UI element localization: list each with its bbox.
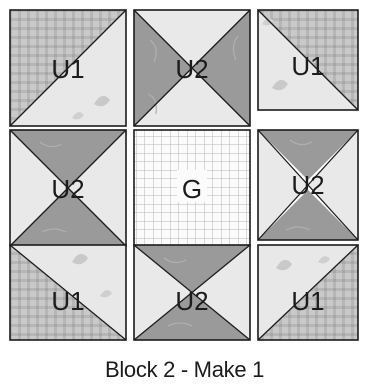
patch-r2-c3: U2 — [258, 130, 358, 240]
patch-r3-c1: U1 — [10, 245, 126, 340]
patch-label-r3-c3: U1 — [291, 286, 324, 316]
patch-label-r2-c1: U2 — [51, 174, 84, 204]
patch-label-r2-c3: U2 — [291, 170, 324, 200]
patch-r1-c1: U1 — [10, 10, 126, 126]
patch-r1-c3: U1 — [258, 10, 358, 110]
patch-r2-c2: G — [134, 130, 250, 246]
block-caption: Block 2 - Make 1 — [0, 357, 369, 383]
patch-label-r1-c3: U1 — [291, 51, 324, 81]
patch-r3-c3: U1 — [258, 245, 358, 340]
patch-r2-c1: U2 — [10, 130, 126, 246]
patch-r1-c2: U2 — [134, 10, 250, 126]
patch-label-r3-c2: U2 — [175, 286, 208, 316]
patch-label-r3-c1: U1 — [51, 286, 84, 316]
patch-label-r2-c2: G — [182, 174, 202, 204]
patch-r3-c2: U2 — [134, 245, 250, 340]
patch-label-r1-c1: U1 — [51, 54, 84, 84]
quilt-block-diagram: U1 U2 U1 U2 G — [0, 0, 369, 355]
patch-label-r1-c2: U2 — [175, 54, 208, 84]
